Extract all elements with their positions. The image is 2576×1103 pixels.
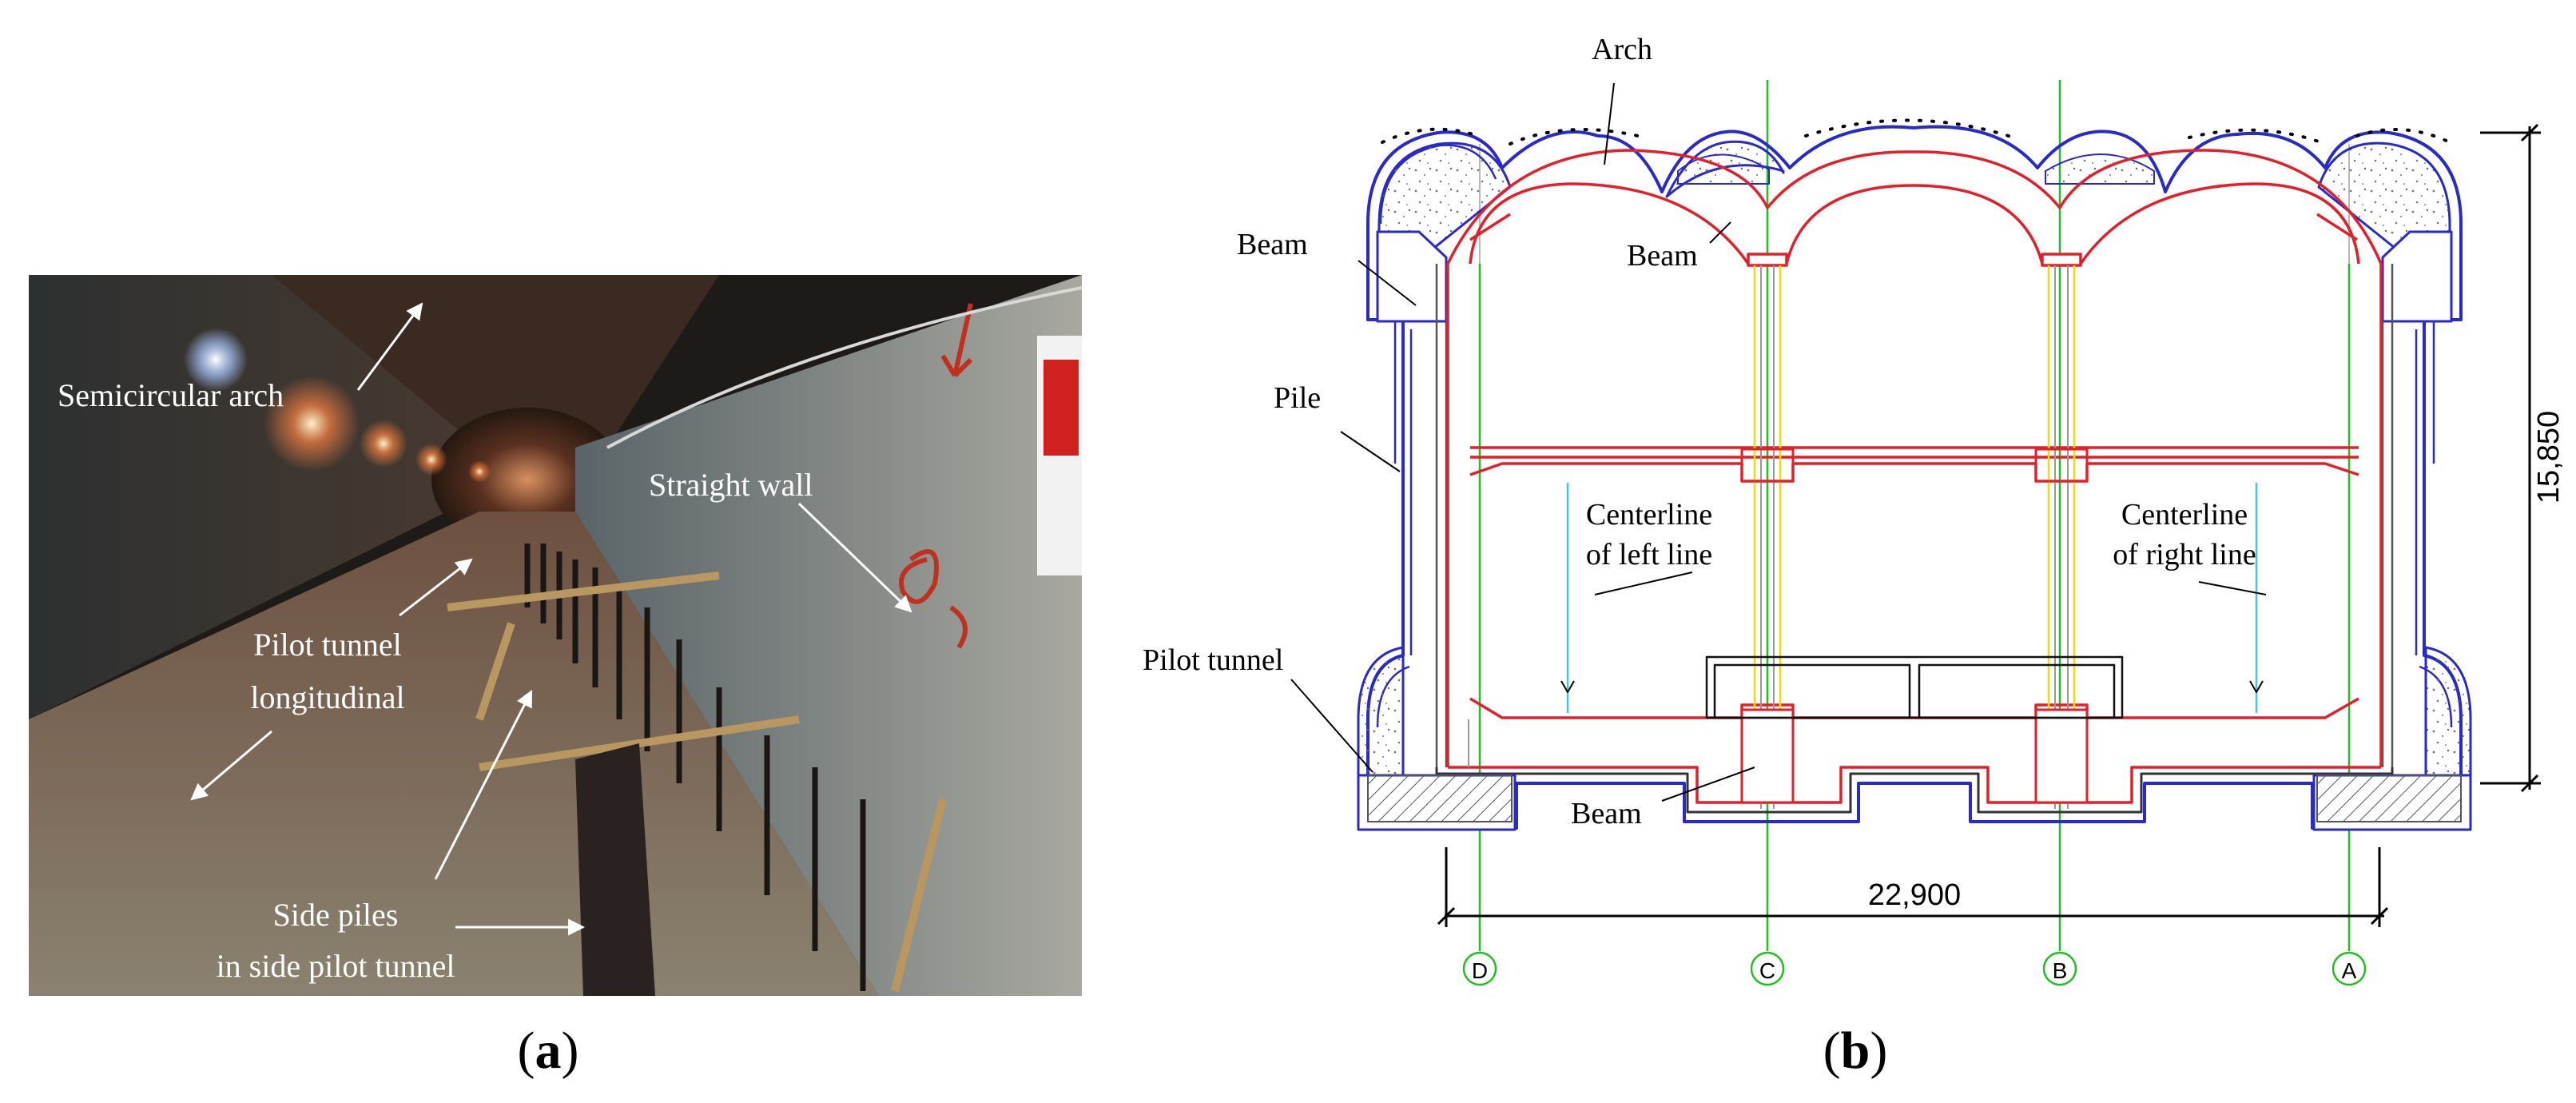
dimension-width-label: 22,900: [1868, 878, 1961, 912]
panel-b-caption-close: ): [1870, 1021, 1887, 1080]
axis-bubbles: [1462, 951, 2367, 986]
photo-floor: [29, 512, 879, 996]
arrow-side-piles: [434, 690, 533, 880]
leader-lines: [1290, 82, 2267, 802]
axis-label-b: B: [2053, 958, 2068, 983]
outer-structure-boundary: [1366, 125, 2463, 830]
arrow-straight-wall: [797, 502, 912, 613]
platform-boxes: [1705, 655, 2124, 719]
lining: [1446, 149, 2383, 804]
arrow-pilot-tunnel-down: [190, 730, 272, 801]
arch-gravel-dots: [1381, 118, 2455, 145]
photo-left-wall: [29, 275, 511, 719]
panel-a-caption: (a): [518, 1021, 579, 1080]
panel-b-caption-open: (: [1823, 1021, 1841, 1080]
label-side-piles-line2: in side pilot tunnel: [217, 948, 455, 984]
panel-a-photo: Semicircular arch Straight wall Pilot tu…: [29, 275, 1082, 996]
label-centerline-right-1: Centerline: [2121, 498, 2248, 532]
photo-wall-arrow-marking: [940, 303, 973, 378]
panel-b-cross-section: [1290, 80, 2541, 986]
grid-verticals: [1479, 144, 2350, 264]
arrow-pilot-tunnel-up: [399, 558, 473, 617]
photo-wall-marking-2: [949, 605, 968, 649]
photo-wall-marking: [899, 549, 939, 604]
panel-b-labels: Arch Beam Beam Pile Pilot tunnel Beam Ce…: [1143, 33, 2566, 1080]
panel-a-caption-open: (: [518, 1021, 535, 1080]
centerline-arrowheads: [1560, 680, 2264, 693]
axis-label-d: D: [1472, 958, 1488, 983]
axis-bubble-d: [1462, 951, 1497, 986]
label-pilot-tunnel: Pilot tunnel: [1143, 643, 1283, 677]
photo-lamp-2: [360, 420, 407, 468]
label-semicircular-arch: Semicircular arch: [58, 377, 284, 413]
axis-bubble-c: [1750, 951, 1785, 986]
label-beam-top: Beam: [1627, 239, 1698, 273]
label-centerline-left-1: Centerline: [1586, 498, 1712, 532]
panel-a-caption-letter: a: [535, 1021, 562, 1080]
columns: [1753, 265, 2076, 711]
arch-caps: [1377, 140, 2451, 265]
axis-label-c: C: [1759, 958, 1775, 983]
label-pilot-tunnel-line1: Pilot tunnel: [253, 627, 402, 663]
label-centerline-left-2: of left line: [1586, 538, 1712, 571]
label-straight-wall: Straight wall: [649, 467, 813, 503]
label-arch: Arch: [1592, 33, 1652, 66]
bottom-beams: [1740, 448, 2089, 804]
photo-lamp-1: [264, 376, 360, 472]
axis-bubble-a: [2332, 951, 2367, 986]
photo-cable: [606, 286, 1082, 449]
dimension-lines: [1437, 123, 2541, 927]
panel-a-caption-close: ): [562, 1021, 579, 1080]
axis-bubble-b: [2042, 951, 2077, 986]
axis-label-a: A: [2342, 958, 2357, 983]
photo-dark-panel: [575, 743, 655, 996]
panel-b-caption-letter: b: [1841, 1021, 1870, 1080]
pilot-tunnels: [1357, 646, 2472, 831]
outer-structure-inner-boundary: [1376, 144, 2453, 728]
panel-b-caption: (b): [1823, 1021, 1888, 1080]
label-beam-left: Beam: [1237, 228, 1308, 261]
photo-safety-sign-red: [1044, 360, 1079, 456]
photo-rebar-group: [524, 544, 866, 991]
arrow-semicircular-arch: [356, 302, 423, 391]
label-pile: Pile: [1274, 381, 1321, 415]
bottom-outline: [1435, 767, 2394, 814]
centerlines: [1566, 483, 2258, 713]
inner-walls: [1435, 264, 2394, 767]
photo-lamp-blue: [184, 328, 248, 392]
photo-right-wall: [575, 275, 1082, 996]
label-centerline-right-2: of right line: [2113, 538, 2256, 571]
photo-lamp-4: [468, 460, 491, 483]
axis-lines: [1478, 80, 2351, 951]
label-beam-bottom: Beam: [1571, 797, 1642, 830]
photo-vault: [272, 275, 719, 448]
dimension-height-label: 15,850: [2532, 411, 2566, 504]
label-pilot-tunnel-line2: longitudinal: [250, 679, 404, 715]
upper-beams: [1376, 230, 2453, 323]
photo-lamp-3: [415, 444, 447, 476]
label-side-piles-line1: Side piles: [273, 897, 399, 933]
